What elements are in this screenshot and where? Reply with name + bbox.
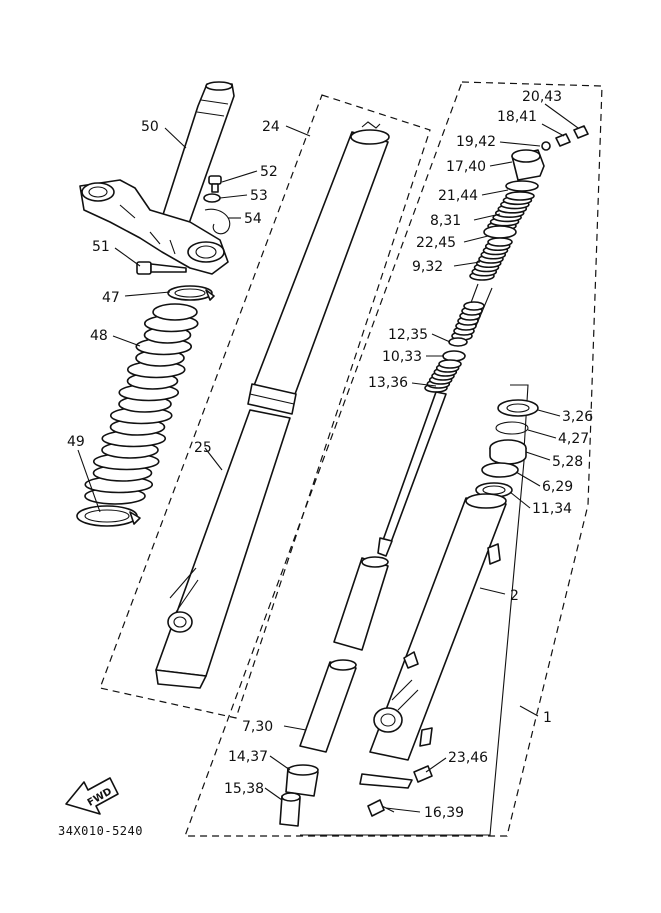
label-23-46: 23,46 <box>448 750 488 766</box>
label-53: 53 <box>250 188 268 204</box>
label-16-39: 16,39 <box>424 805 464 821</box>
seat-14-37 <box>285 764 319 797</box>
label-47: 47 <box>102 290 120 306</box>
label-24: 24 <box>262 119 280 135</box>
label-10-33: 10,33 <box>382 349 422 365</box>
label-15-38: 15,38 <box>224 781 264 797</box>
part-labels: 50 24 52 53 54 51 47 48 49 25 20,43 18,4… <box>67 89 593 821</box>
label-4-27: 4,27 <box>558 431 589 447</box>
shape-segment <box>438 359 462 369</box>
label-9-32: 9,32 <box>412 259 443 275</box>
spring-8-31 <box>487 191 535 231</box>
lower-bracket <box>79 179 229 275</box>
label-22-45: 22,45 <box>416 235 456 251</box>
o-ring-21-44 <box>505 180 539 192</box>
label-25: 25 <box>194 440 212 456</box>
label-19-42: 19,42 <box>456 134 496 150</box>
label-1: 1 <box>543 710 552 726</box>
label-13-36: 13,36 <box>368 375 408 391</box>
steering-stem <box>159 81 235 233</box>
label-50: 50 <box>141 119 159 135</box>
diagram-code: 34X010-5240 <box>58 824 143 838</box>
bushing-5-28 <box>489 439 527 465</box>
label-5-28: 5,28 <box>552 454 583 470</box>
group-boundary-outer-tube <box>99 94 431 719</box>
label-20-43: 20,43 <box>522 89 562 105</box>
leader-lines <box>77 103 579 813</box>
shape-segment <box>152 303 198 321</box>
shape-segment <box>487 237 513 247</box>
circlip-4-27 <box>495 421 529 435</box>
label-14-37: 14,37 <box>228 749 268 765</box>
label-48: 48 <box>90 328 108 344</box>
band-49 <box>76 505 141 527</box>
spacer-22-45 <box>483 225 517 239</box>
label-6-29: 6,29 <box>542 479 573 495</box>
label-3-26: 3,26 <box>562 409 593 425</box>
shape-segment <box>505 191 535 201</box>
label-52: 52 <box>260 164 278 180</box>
group-boundary-bottom-parts <box>300 384 529 836</box>
washer-53 <box>203 193 221 203</box>
fwd-arrow-icon: FWD <box>65 777 119 815</box>
bolt-16-39 <box>367 799 395 817</box>
label-51: 51 <box>92 239 110 255</box>
label-18-41: 18,41 <box>497 109 537 125</box>
damper-rod <box>377 391 447 557</box>
bracket-bolt-51 <box>136 261 187 275</box>
label-11-34: 11,34 <box>532 501 572 517</box>
spring-13-36 <box>424 359 462 393</box>
label-17-40: 17,40 <box>446 159 486 175</box>
label-54: 54 <box>244 211 262 227</box>
clamp-47 <box>167 285 215 301</box>
washer-6-29 <box>481 462 519 478</box>
cap-bolt-17-40 <box>511 149 545 181</box>
label-8-31: 8,31 <box>430 213 461 229</box>
lock-15-38 <box>279 792 301 827</box>
spring-9-32 <box>469 237 513 281</box>
wire-clamp-54 <box>204 208 231 235</box>
label-12-35: 12,35 <box>388 327 428 343</box>
inner-tube-2 <box>359 493 507 789</box>
bushing-7-30 <box>299 556 389 753</box>
ring-12-35 <box>448 337 468 347</box>
label-21-44: 21,44 <box>438 188 478 204</box>
label-2: 2 <box>510 588 519 604</box>
drain-bolt-23-46 <box>413 765 433 783</box>
dust-boot-48 <box>84 303 199 505</box>
rebound-spring <box>451 301 485 341</box>
label-49: 49 <box>67 434 85 450</box>
small-parts-18-19-20 <box>541 125 589 151</box>
shape-segment <box>463 301 485 311</box>
outer-tube-25 <box>155 121 390 689</box>
oil-seal-3-26 <box>497 399 539 417</box>
label-7-30: 7,30 <box>242 719 273 735</box>
screw-52 <box>208 175 222 193</box>
